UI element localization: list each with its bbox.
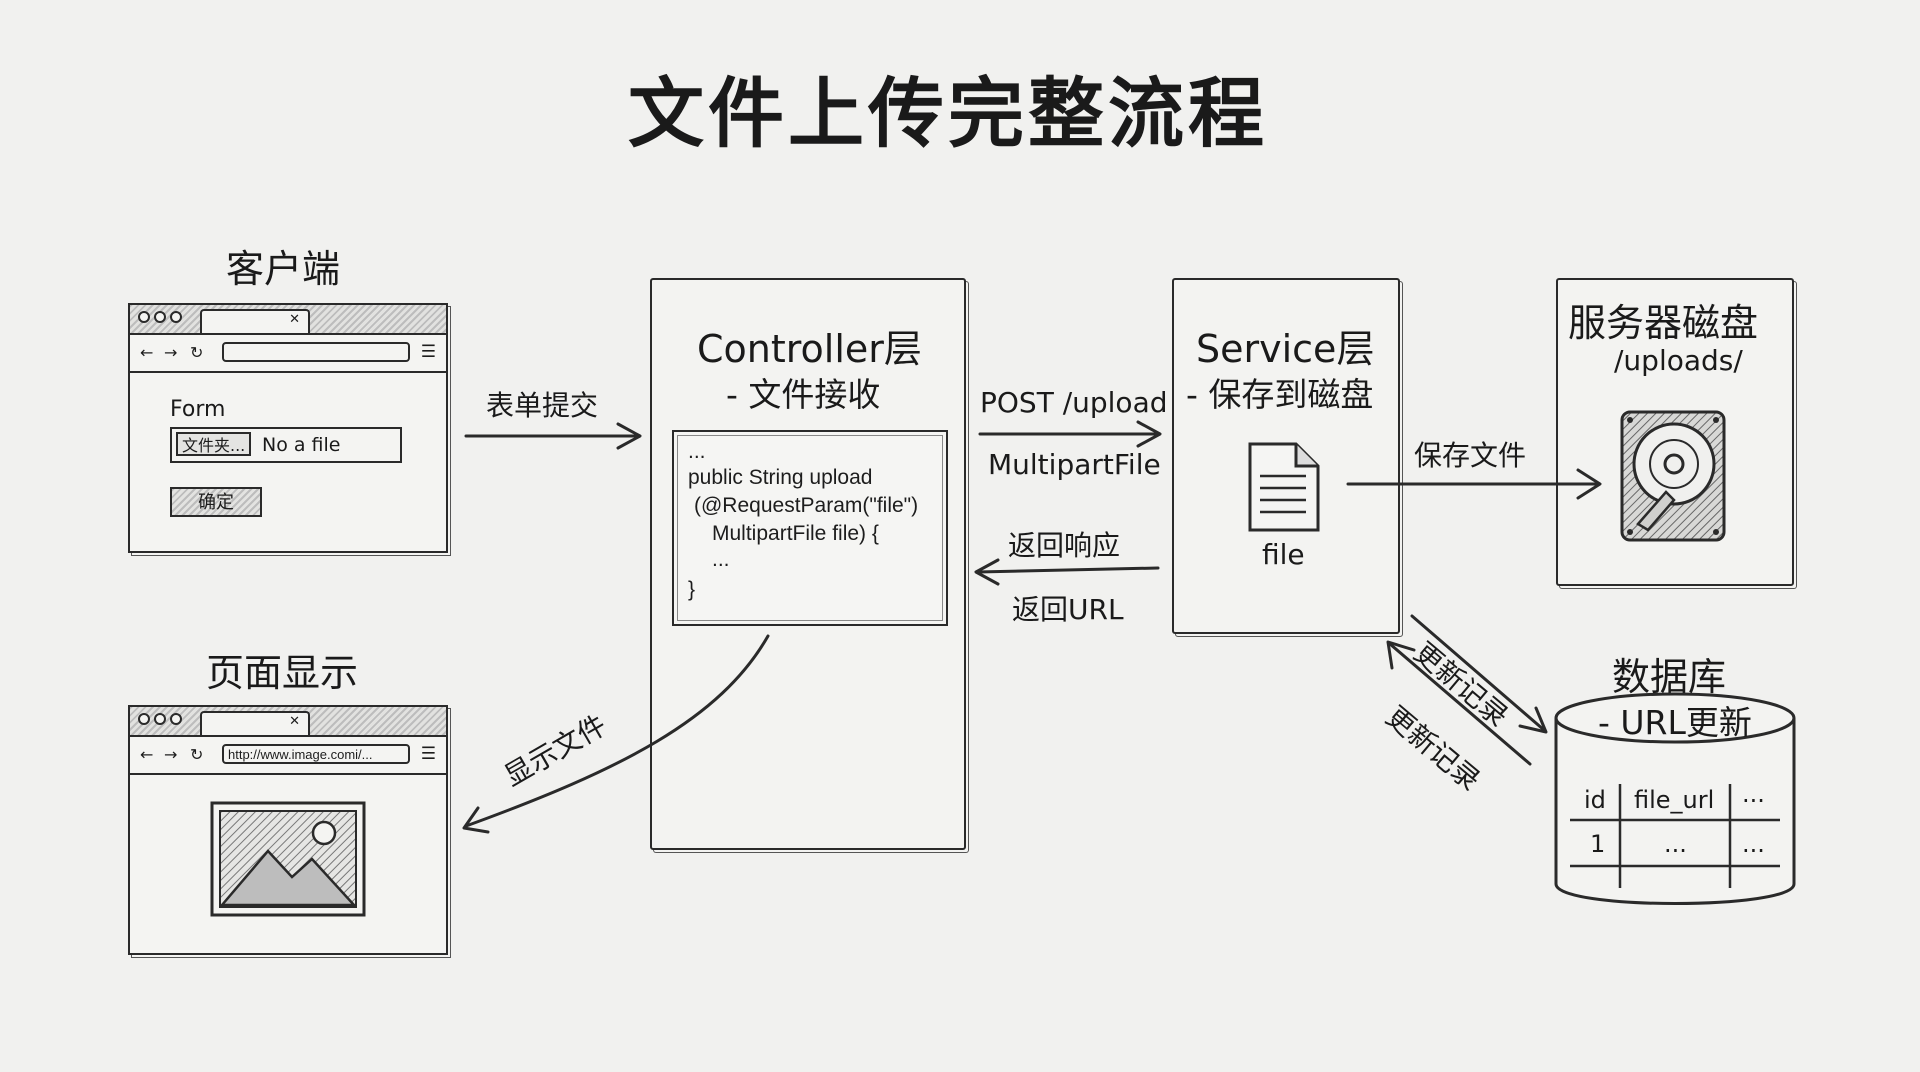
code-line: public String upload bbox=[688, 466, 873, 489]
service-title: Service层 bbox=[1196, 327, 1375, 371]
file-input-field[interactable]: 文件夹... No a file bbox=[170, 427, 402, 463]
menu-icon[interactable]: ☰ bbox=[420, 744, 436, 764]
window-dot-icon[interactable] bbox=[138, 713, 150, 725]
controller-subtitle: - 文件接收 bbox=[726, 375, 881, 414]
code-line: ... bbox=[712, 548, 730, 571]
menu-icon[interactable]: ☰ bbox=[420, 342, 436, 362]
display-heading: 页面显示 bbox=[206, 651, 359, 695]
back-icon[interactable]: ← bbox=[140, 745, 154, 764]
file-status-text: No a file bbox=[262, 434, 341, 456]
client-heading: 客户端 bbox=[226, 247, 341, 291]
update-record-arrow-up bbox=[1386, 640, 1532, 766]
window-dot-icon[interactable] bbox=[170, 311, 182, 323]
address-bar[interactable]: http://www.image.comi/... bbox=[222, 744, 410, 764]
forward-icon[interactable]: → bbox=[164, 745, 178, 764]
browser-navbar: ← → ↻ ☰ bbox=[130, 335, 446, 373]
reload-icon[interactable]: ↻ bbox=[190, 343, 204, 362]
reload-icon[interactable]: ↻ bbox=[190, 745, 204, 764]
display-file-arrow bbox=[462, 634, 770, 834]
file-label: file bbox=[1262, 538, 1305, 571]
multipart-file-label: MultipartFile bbox=[988, 448, 1161, 481]
table-cell-more: ... bbox=[1742, 830, 1765, 858]
display-browser-window: ✕ ← → ↻ http://www.image.comi/... ☰ bbox=[128, 705, 448, 955]
return-response-arrow bbox=[974, 558, 1160, 586]
table-cell-file-url: ... bbox=[1664, 830, 1687, 858]
form-label: Form bbox=[170, 397, 226, 422]
save-file-arrow bbox=[1346, 468, 1602, 500]
code-line: MultipartFile file) { bbox=[712, 522, 879, 545]
browser-navbar: ← → ↻ http://www.image.comi/... ☰ bbox=[130, 737, 446, 775]
save-file-label: 保存文件 bbox=[1414, 439, 1527, 472]
code-snippet: ... public String upload (@RequestParam(… bbox=[672, 430, 948, 626]
hard-disk-icon bbox=[1620, 410, 1726, 542]
image-placeholder-icon bbox=[210, 801, 366, 917]
code-line: ... bbox=[688, 440, 706, 463]
post-upload-label: POST /upload bbox=[980, 386, 1168, 419]
client-browser-window: ✕ ← → ↻ ☰ Form 文件夹... No a file 确定 bbox=[128, 303, 448, 553]
browser-titlebar: ✕ bbox=[130, 305, 446, 335]
database-cylinder bbox=[1554, 692, 1796, 905]
table-cell-id: 1 bbox=[1590, 830, 1606, 858]
window-dot-icon[interactable] bbox=[170, 713, 182, 725]
post-upload-arrow bbox=[978, 420, 1162, 448]
close-icon[interactable]: ✕ bbox=[289, 714, 300, 729]
window-dot-icon[interactable] bbox=[154, 713, 166, 725]
table-header-more: ... bbox=[1742, 780, 1765, 808]
back-icon[interactable]: ← bbox=[140, 343, 154, 362]
form-submit-arrow bbox=[464, 422, 642, 450]
browser-titlebar: ✕ bbox=[130, 707, 446, 737]
window-dot-icon[interactable] bbox=[138, 311, 150, 323]
window-controls[interactable] bbox=[138, 311, 182, 323]
file-icon bbox=[1248, 442, 1320, 532]
disk-path: /uploads/ bbox=[1614, 344, 1743, 377]
browser-tab[interactable]: ✕ bbox=[200, 309, 310, 333]
window-dot-icon[interactable] bbox=[154, 311, 166, 323]
browser-tab[interactable]: ✕ bbox=[200, 711, 310, 735]
diagram-title: 文件上传完整流程 bbox=[628, 69, 1268, 158]
database-title: 数据库 bbox=[1612, 655, 1727, 699]
return-response-label: 返回响应 bbox=[1008, 529, 1121, 562]
return-url-label: 返回URL bbox=[1012, 593, 1124, 626]
close-icon[interactable]: ✕ bbox=[289, 312, 300, 327]
code-line: (@RequestParam("file") bbox=[694, 494, 919, 517]
forward-icon[interactable]: → bbox=[164, 343, 178, 362]
disk-title: 服务器磁盘 bbox=[1568, 301, 1759, 345]
window-controls[interactable] bbox=[138, 713, 182, 725]
form-submit-label: 表单提交 bbox=[486, 389, 599, 422]
table-header-id: id bbox=[1584, 786, 1606, 814]
address-bar[interactable] bbox=[222, 342, 410, 362]
service-subtitle: - 保存到磁盘 bbox=[1186, 375, 1374, 414]
update-record-arrow-down bbox=[1410, 614, 1548, 734]
submit-button[interactable]: 确定 bbox=[170, 487, 262, 517]
choose-file-button[interactable]: 文件夹... bbox=[176, 432, 252, 456]
table-header-file-url: file_url bbox=[1634, 786, 1715, 814]
database-subtitle: - URL更新 bbox=[1598, 703, 1752, 742]
controller-title: Controller层 bbox=[697, 327, 922, 371]
code-line: } bbox=[688, 578, 696, 601]
